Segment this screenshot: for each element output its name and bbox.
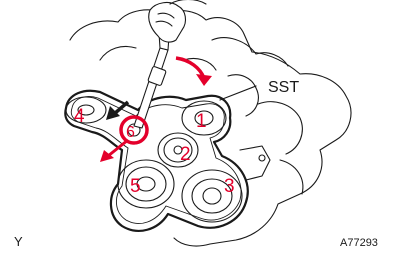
pulley-label-6: 6 [126,124,135,141]
pulley-1 [181,100,227,136]
pulley-label-3: 3 [224,176,235,197]
sst-callout: SST [268,79,299,96]
pulley-label-4: 4 [74,106,85,127]
pulley-2-rim [163,137,193,163]
corner-letter: Y [14,234,23,249]
drive-belt-inner [70,96,242,224]
pulley-4-hub [77,104,95,116]
bracket-bolt [258,154,266,162]
belt-direction-arrow-head [106,106,120,120]
engine-inner-contour-4 [99,45,137,61]
pulley-6-hub [127,123,141,137]
belt-direction-arrow [112,100,130,116]
engine-inner-contour-3 [279,159,304,195]
pulley-4 [65,96,107,124]
hand-finger [157,12,175,19]
sst-wrench-head [147,66,167,86]
figure-code: A77293 [340,237,378,249]
sst-wrench-handle [133,47,169,129]
pulley-2-hub [173,145,183,155]
pulley-2 [157,132,199,168]
tensioner-highlight-ring [119,115,149,145]
rotation-arrow-head [196,74,212,86]
drive-belt [64,89,249,232]
pulley-3-rim [191,178,233,214]
pulley-3 [181,169,243,223]
pulley-5-hub [136,176,156,192]
pulley-3-hub [202,187,222,205]
engine-inner-contour-2 [257,101,303,155]
tensioner-move-arrow [107,138,129,158]
pulley-5-rim [125,166,167,202]
sst-leader-line [219,85,257,101]
pulley-5 [117,159,175,209]
pulley-1-hub [194,110,214,126]
engine-inner-contour [211,37,289,67]
engine-inner-contour-6 [227,74,259,117]
tensioner-move-arrow-head [100,150,114,162]
pulley-label-5: 5 [130,176,141,197]
bracket-detail [239,145,271,181]
hand-finger-2 [155,20,173,27]
sleeve [169,0,207,5]
pulley-label-1: 1 [196,111,207,132]
pulley-label-2: 2 [180,144,191,165]
